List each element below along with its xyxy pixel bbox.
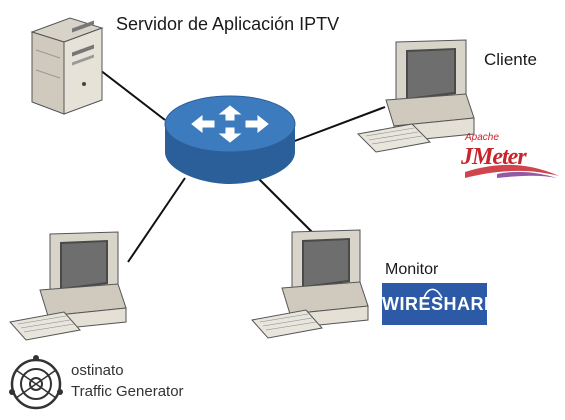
jmeter-name: JMeter [461,144,527,170]
client-label: Cliente [484,50,537,69]
monitor-computer-icon [251,229,369,339]
ostinato-caption: Traffic Generator [71,383,184,400]
ostinato-logo-icon [9,355,63,410]
link-router-generator [127,177,186,263]
link-router-server [99,69,166,121]
wireshark-logo: WIRESHARK [382,283,497,325]
wireshark-fin-icon [423,288,443,299]
wireshark-name: WIRESHARK [382,283,497,325]
link-router-monitor [257,177,319,239]
jmeter-feather-icon [465,164,559,178]
monitor-label: Monitor [385,261,439,278]
server-icon [30,17,104,115]
generator-computer-icon [9,231,127,341]
ostinato-name: ostinato [71,362,124,379]
jmeter-caption: Apache [465,132,499,143]
link-router-client [291,106,386,143]
server-label: Servidor de Aplicación IPTV [116,14,340,34]
jmeter-logo: Apache JMeter [457,132,561,186]
router-icon [164,95,296,184]
client-computer-icon [356,39,475,153]
